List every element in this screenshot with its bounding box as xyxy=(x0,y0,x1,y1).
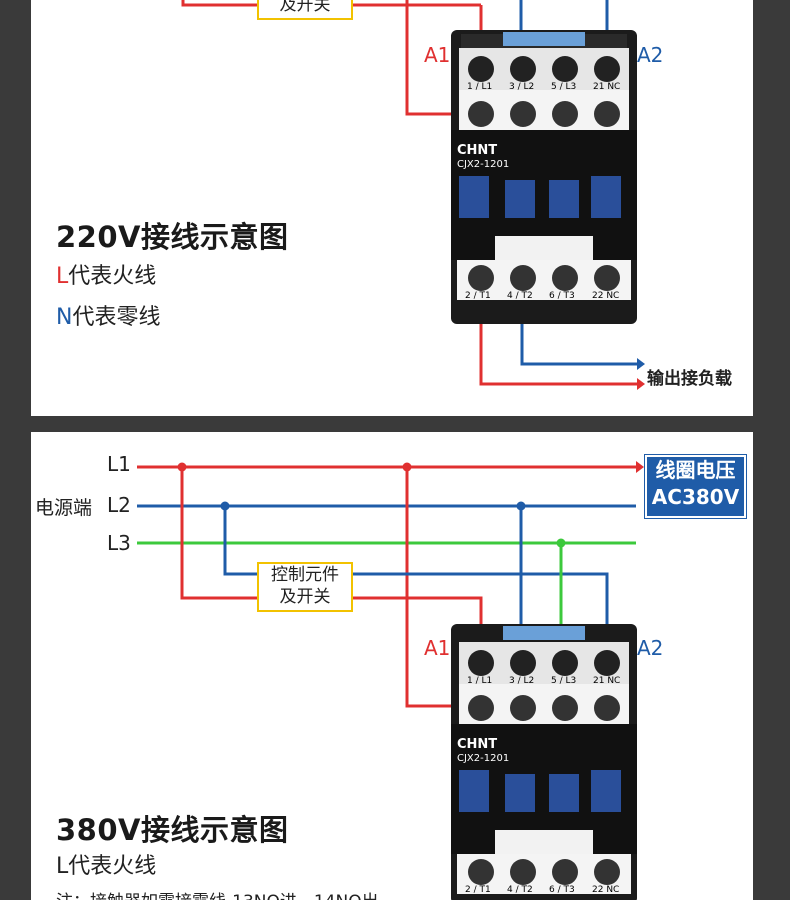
legend-live: L代表火线 xyxy=(56,854,157,879)
legend-neutral: N代表零线 xyxy=(56,299,160,331)
wiring-note: 注：接触器如需接零线-13NO进，14NO出 xyxy=(56,887,379,900)
terminal-label-22-nc: 22 NC xyxy=(592,291,620,301)
legend-live: L代表火线 xyxy=(56,258,156,290)
page-title: 220V接线示意图 xyxy=(56,220,289,254)
terminal-label-2-t1: 2 / T1 xyxy=(465,885,491,895)
contactor-brand: CHNT xyxy=(457,143,498,158)
switch-label-line2: 及开关 xyxy=(279,587,331,607)
line-label-l1: L1 xyxy=(107,452,131,476)
contactor-model: CJX2-1201 xyxy=(457,159,510,170)
terminal-label-5-l3: 5 / L3 xyxy=(551,82,577,92)
line-label-l3: L3 xyxy=(107,531,131,555)
terminal-label-3-l2: 3 / L2 xyxy=(509,676,535,686)
terminal-label-4-t2: 4 / T2 xyxy=(507,885,533,895)
control-switch-box: 及开关 xyxy=(257,0,353,20)
terminal-label-4-t2: 4 / T2 xyxy=(507,291,533,301)
coil-voltage-title: 线圈电压 xyxy=(655,458,736,482)
control-switch-box: 控制元件 及开关 xyxy=(257,562,353,612)
a2-label: A2 xyxy=(637,636,664,660)
a1-label: A1 xyxy=(424,636,451,660)
contactor-device xyxy=(451,624,637,900)
a1-label: A1 xyxy=(424,43,451,67)
output-load-label: 输出接负载 xyxy=(647,369,732,389)
diagram-220v-panel: CHNT CJX2-1201 1 / L1 3 / L2 5 / L3 21 N… xyxy=(31,0,753,416)
arrow-l1 xyxy=(636,461,644,473)
terminal-label-3-l2: 3 / L2 xyxy=(509,82,535,92)
output-wire-live xyxy=(479,300,637,386)
power-source-label: 电源端 xyxy=(35,497,93,519)
terminal-label-5-l3: 5 / L3 xyxy=(551,676,577,686)
arrow-neutral-output xyxy=(637,358,645,370)
diagram-380v-panel: CHNT CJX2-1201 1 / L1 3 / L2 5 / L3 21 N… xyxy=(31,432,753,900)
switch-label: 及开关 xyxy=(279,0,331,15)
terminal-label-2-t1: 2 / T1 xyxy=(465,291,491,301)
wiring-220v xyxy=(181,0,645,390)
terminal-label-1-l1: 1 / L1 xyxy=(467,676,493,686)
arrow-live-output xyxy=(637,378,645,390)
legend-live-text: 代表火线 xyxy=(68,264,157,289)
terminal-label-6-t3: 6 / T3 xyxy=(549,291,575,301)
contactor-model: CJX2-1201 xyxy=(457,753,510,764)
legend-neutral-text: 代表零线 xyxy=(72,305,161,330)
contactor-brand: CHNT xyxy=(457,737,498,752)
terminal-label-22-nc: 22 NC xyxy=(592,885,620,895)
coil-voltage-badge: 线圈电压 AC380V xyxy=(644,454,747,519)
switch-label-line1: 控制元件 xyxy=(271,565,339,585)
l1-to-switch xyxy=(180,467,257,600)
live-wire-to-switch xyxy=(181,0,257,7)
page-title: 380V接线示意图 xyxy=(56,813,289,847)
terminal-label-1-l1: 1 / L1 xyxy=(467,82,493,92)
terminal-label-21-nc: 21 NC xyxy=(593,676,621,686)
coil-voltage-value: AC380V xyxy=(651,485,740,509)
legend-neutral-letter: N xyxy=(56,305,73,330)
line-label-l2: L2 xyxy=(107,493,131,517)
terminal-label-21-nc: 21 NC xyxy=(593,82,621,92)
contactor-device xyxy=(451,30,637,324)
terminal-label-6-t3: 6 / T3 xyxy=(549,885,575,895)
legend-live-letter: L xyxy=(56,264,69,289)
l2-to-a2 xyxy=(223,506,609,632)
a2-label: A2 xyxy=(637,43,664,67)
wiring-380v xyxy=(137,461,644,900)
